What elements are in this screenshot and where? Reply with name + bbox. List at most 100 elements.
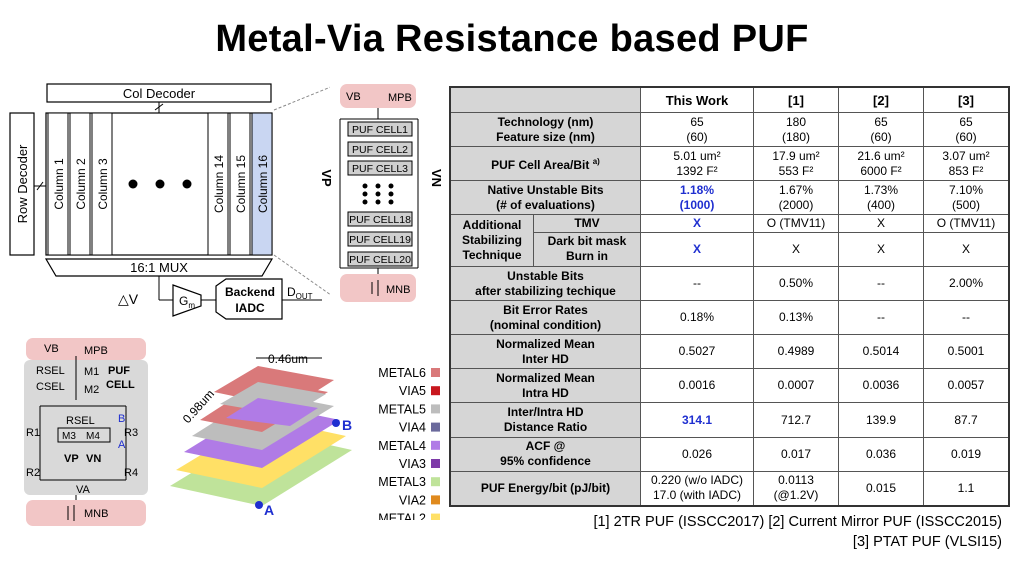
row-label: PUF Energy/bit (pJ/bit) <box>449 470 641 507</box>
column-label: Column 2 <box>74 158 88 210</box>
table-cell: 0.220 (w/o IADC)17.0 (with IADC) <box>640 470 754 507</box>
cell-line: 0.036 <box>865 446 897 461</box>
cell-r1-label: R1 <box>26 427 40 439</box>
cell-vb-label: VB <box>44 343 59 355</box>
table-cell: 0.026 <box>640 436 754 472</box>
row-label-line: Unstable Bits <box>453 269 638 284</box>
cell-line: 853 F² <box>948 163 984 178</box>
table-cell: -- <box>923 300 1010 336</box>
cell-line: -- <box>962 310 970 325</box>
cell-line: X <box>961 241 970 256</box>
col-decoder-label: Col Decoder <box>123 86 196 101</box>
table-cell: 7.10%(500) <box>923 180 1010 216</box>
table-cell: 65(60) <box>640 111 754 148</box>
cell-line: 1.73% <box>863 182 899 197</box>
cell-line: 1392 F² <box>676 163 718 178</box>
cell-m4-label: M4 <box>86 431 100 442</box>
table-row: Technology (nm)Feature size (nm)65(60)18… <box>449 111 1010 148</box>
cell-line: 17.0 (with IADC) <box>652 488 742 503</box>
row-label-line: Bit Error Rates <box>453 303 638 318</box>
row-label-footnote: a) <box>592 157 600 167</box>
table-cell: 0.0113(@1.2V) <box>753 470 839 507</box>
cell-line: 712.7 <box>780 412 812 427</box>
chain-mpb-label: MPB <box>388 92 412 104</box>
cell-line: 21.6 um² <box>857 148 905 163</box>
cell-line: 0.0113 <box>778 473 814 488</box>
legend-swatch <box>431 459 440 468</box>
table-cell: 0.0007 <box>753 368 839 404</box>
cell-line: 17.9 um² <box>772 148 820 163</box>
table-row: Bit Error Rates(nominal condition)0.18%0… <box>449 300 1010 336</box>
table-cell: -- <box>838 266 924 302</box>
row-label-line: ACF @ <box>453 439 638 454</box>
row-label-text: ACF @ <box>525 439 566 454</box>
cell-line: (60) <box>686 129 708 144</box>
adc-label-1: Backend <box>225 285 275 299</box>
cell-line: 87.7 <box>954 412 978 427</box>
chain-mnb-label: MNB <box>386 284 410 296</box>
row-label-line: Normalized Mean <box>453 337 638 352</box>
column-header: [3] <box>923 86 1010 113</box>
column-label: Column 1 <box>52 158 66 210</box>
cell-line: 5.01 um² <box>673 148 721 163</box>
point-b-label: B <box>342 417 352 433</box>
cell-line: 6000 F² <box>860 163 902 178</box>
layer-stack <box>170 366 352 506</box>
table-cell: 87.7 <box>923 402 1010 438</box>
cell-line: X <box>692 241 701 256</box>
cell-line: 1.18% <box>679 182 715 197</box>
cell-m1-label: M1 <box>84 366 99 378</box>
cell-csel-label: CSEL <box>36 381 65 393</box>
table-cell: 1.67%(2000) <box>753 180 839 216</box>
cell-line: 0.0016 <box>678 378 716 393</box>
cell-line: 0.0036 <box>862 378 900 393</box>
row-label-line: Intra HD <box>522 385 569 400</box>
legend-swatch <box>431 422 440 432</box>
chain-ellipsis-dots <box>362 183 394 205</box>
row-label-text: PUF Energy/bit (pJ/bit) <box>480 480 611 495</box>
legend-label: METAL6 <box>378 366 426 380</box>
width-label: 0.46um <box>268 352 308 366</box>
point-a-label: A <box>264 502 274 518</box>
cell-r4-label: R4 <box>124 467 138 479</box>
cell-line: 0.017 <box>780 446 812 461</box>
cell-cell-label: CELL <box>106 379 135 391</box>
table-cell: 314.1 <box>640 402 754 438</box>
cell-line: X <box>692 216 701 231</box>
row-label-line: Technology (nm) <box>453 115 638 130</box>
cell-line: -- <box>877 276 885 291</box>
row-label: ACF @95% confidence <box>449 436 641 472</box>
cell-line: 0.5001 <box>947 344 985 359</box>
cell-line: (@1.2V) <box>773 488 819 503</box>
cell-line: 3.07 um² <box>942 148 990 163</box>
chain-vn-label: VN <box>429 169 444 187</box>
table-cell: 712.7 <box>753 402 839 438</box>
cell-line: 0.13% <box>778 310 814 325</box>
table-cell: 0.019 <box>923 436 1010 472</box>
legend-swatch <box>431 495 440 505</box>
puf-cell-schematic: VB MPB RSEL M1 CSEL M2 PUF CELL RSEL B R… <box>24 338 148 526</box>
legend-label: VIA5 <box>399 384 426 398</box>
cell-line: 1.1 <box>957 480 975 495</box>
cell-line: 0.18% <box>679 310 715 325</box>
slide-title: Metal-Via Resistance based PUF <box>215 18 809 60</box>
cell-line: -- <box>693 276 701 291</box>
cell-r2-label: R2 <box>26 467 40 479</box>
table-cell: X <box>753 231 839 268</box>
table-cell: 0.5027 <box>640 334 754 370</box>
table-cell: X <box>640 214 754 233</box>
cell-line: 0.220 (w/o IADC) <box>650 473 744 488</box>
legend-label: VIA3 <box>399 457 426 471</box>
cell-line: 0.5027 <box>678 344 716 359</box>
cell-rsel-label: RSEL <box>36 365 65 377</box>
